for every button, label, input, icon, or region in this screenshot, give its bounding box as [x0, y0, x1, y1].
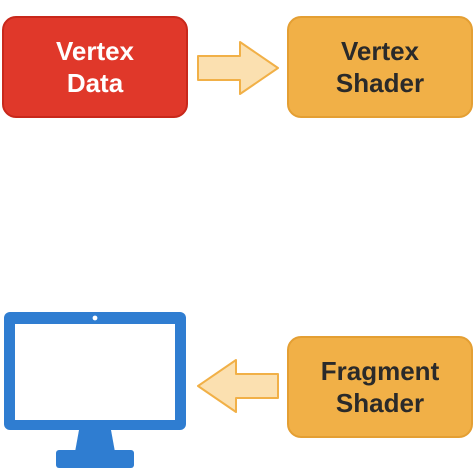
monitor-icon [4, 312, 186, 468]
arrow-right-icon [197, 41, 279, 95]
fragment-shader-label: Fragment Shader [320, 356, 440, 418]
vertex-shader-label: Vertex Shader [335, 36, 425, 98]
vertex-data-node: Vertex Data [2, 16, 188, 118]
arrow-left-icon [197, 359, 279, 413]
vertex-shader-node: Vertex Shader [287, 16, 473, 118]
fragment-shader-node: Fragment Shader [287, 336, 473, 438]
vertex-data-label: Vertex Data [55, 36, 135, 98]
